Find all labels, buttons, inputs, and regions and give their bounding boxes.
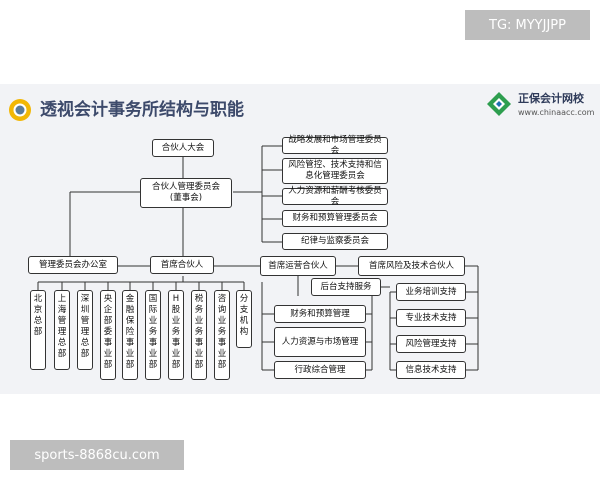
node-hq-beijing: 北京总部 xyxy=(30,290,46,370)
node-label: 纪律与监察委员会 xyxy=(300,236,369,246)
node-backoffice-service: 后台支持服务 xyxy=(311,278,381,296)
watermark-badge: TG: MYYJJPP xyxy=(465,10,590,40)
node-function-hr-market: 人力资源与市场管理 xyxy=(274,327,366,357)
node-committee-finance: 财务和预算管理委员会 xyxy=(282,210,388,227)
node-label: 合伙人大会 xyxy=(161,142,205,153)
node-label: 首席运营合伙人 xyxy=(268,260,328,271)
node-chief-partner: 首席合伙人 xyxy=(150,256,214,274)
node-hq-shenzhen: 深圳管理总部 xyxy=(77,290,93,370)
node-branch-offices: 分支机构 xyxy=(236,290,252,348)
node-label: 国际业务事业部 xyxy=(148,294,158,370)
node-label: 税务业务事业部 xyxy=(194,294,204,370)
node-label: 风险管控、技术支持和信息化管理委员会 xyxy=(288,160,382,181)
node-label: 首席风险及技术合伙人 xyxy=(368,260,454,271)
node-support-training: 业务培训支持 xyxy=(396,283,466,301)
node-support-risk: 风险管理支持 xyxy=(396,335,466,353)
node-committee-discipline: 纪律与监察委员会 xyxy=(282,233,388,250)
node-division-international: 国际业务事业部 xyxy=(145,290,161,380)
page-title: 透视会计事务所结构与职能 xyxy=(40,100,244,120)
node-label: 上海管理总部 xyxy=(57,294,67,359)
node-label: 财务和预算管理委员会 xyxy=(292,213,378,223)
node-division-consulting: 咨询业务事业部 xyxy=(214,290,230,380)
logo-icon xyxy=(487,92,511,116)
node-label: 人力资源和薪酬考核委员会 xyxy=(288,185,382,207)
node-function-finance: 财务和预算管理 xyxy=(274,305,366,323)
node-label: 分支机构 xyxy=(239,294,249,337)
node-label: 行政综合管理 xyxy=(294,364,346,375)
node-label: 信息技术支持 xyxy=(405,364,457,375)
node-committee-office: 管理委员会办公室 xyxy=(28,256,118,274)
title-badge-icon xyxy=(9,99,31,121)
node-label: 首席合伙人 xyxy=(160,259,204,270)
watermark-text: TG: MYYJJPP xyxy=(489,17,566,33)
node-label: 管理委员会办公室 xyxy=(38,259,107,270)
node-label: 北京总部 xyxy=(33,294,43,337)
node-committee-risk: 风险管控、技术支持和信息化管理委员会 xyxy=(282,158,388,184)
node-label: 专业技术支持 xyxy=(405,312,457,323)
node-division-soe: 央企部委事业部 xyxy=(100,290,116,380)
node-label: 财务和预算管理 xyxy=(290,308,350,319)
node-label: 风险管理支持 xyxy=(405,338,457,349)
node-partners-assembly: 合伙人大会 xyxy=(152,139,214,157)
node-support-it: 信息技术支持 xyxy=(396,361,466,379)
node-label: 人力资源与市场管理 xyxy=(281,336,359,347)
logo-name: 正保会计网校 xyxy=(518,92,584,105)
node-label: 金融保险事业部 xyxy=(125,294,135,370)
logo-url: www.chinaacc.com xyxy=(518,108,595,117)
node-label: 央企部委事业部 xyxy=(103,294,113,370)
node-chief-operating-partner: 首席运营合伙人 xyxy=(260,256,336,276)
node-label: 深圳管理总部 xyxy=(80,294,90,359)
node-label: H股业务事业部 xyxy=(171,294,181,370)
node-committee-strategy: 战略发展和市场管理委员会 xyxy=(282,134,388,156)
node-chief-risk-partner: 首席风险及技术合伙人 xyxy=(358,256,465,276)
node-hq-shanghai: 上海管理总部 xyxy=(54,290,70,370)
node-support-professional: 专业技术支持 xyxy=(396,309,466,327)
node-division-h-share: H股业务事业部 xyxy=(168,290,184,380)
node-label: 业务培训支持 xyxy=(405,286,457,297)
node-label: 咨询业务事业部 xyxy=(217,294,227,370)
watermark-badge: sports-8868cu.com xyxy=(10,440,184,470)
node-management-committee: 合伙人管理委员会 (董事会) xyxy=(140,178,232,208)
node-label: 合伙人管理委员会 (董事会) xyxy=(151,182,220,203)
node-label: 战略发展和市场管理委员会 xyxy=(288,134,382,156)
node-committee-hr: 人力资源和薪酬考核委员会 xyxy=(282,185,388,207)
node-label: 后台支持服务 xyxy=(320,281,372,292)
watermark-text: sports-8868cu.com xyxy=(34,447,160,463)
node-division-finance: 金融保险事业部 xyxy=(122,290,138,380)
node-division-tax: 税务业务事业部 xyxy=(191,290,207,380)
node-function-admin: 行政综合管理 xyxy=(274,361,366,379)
